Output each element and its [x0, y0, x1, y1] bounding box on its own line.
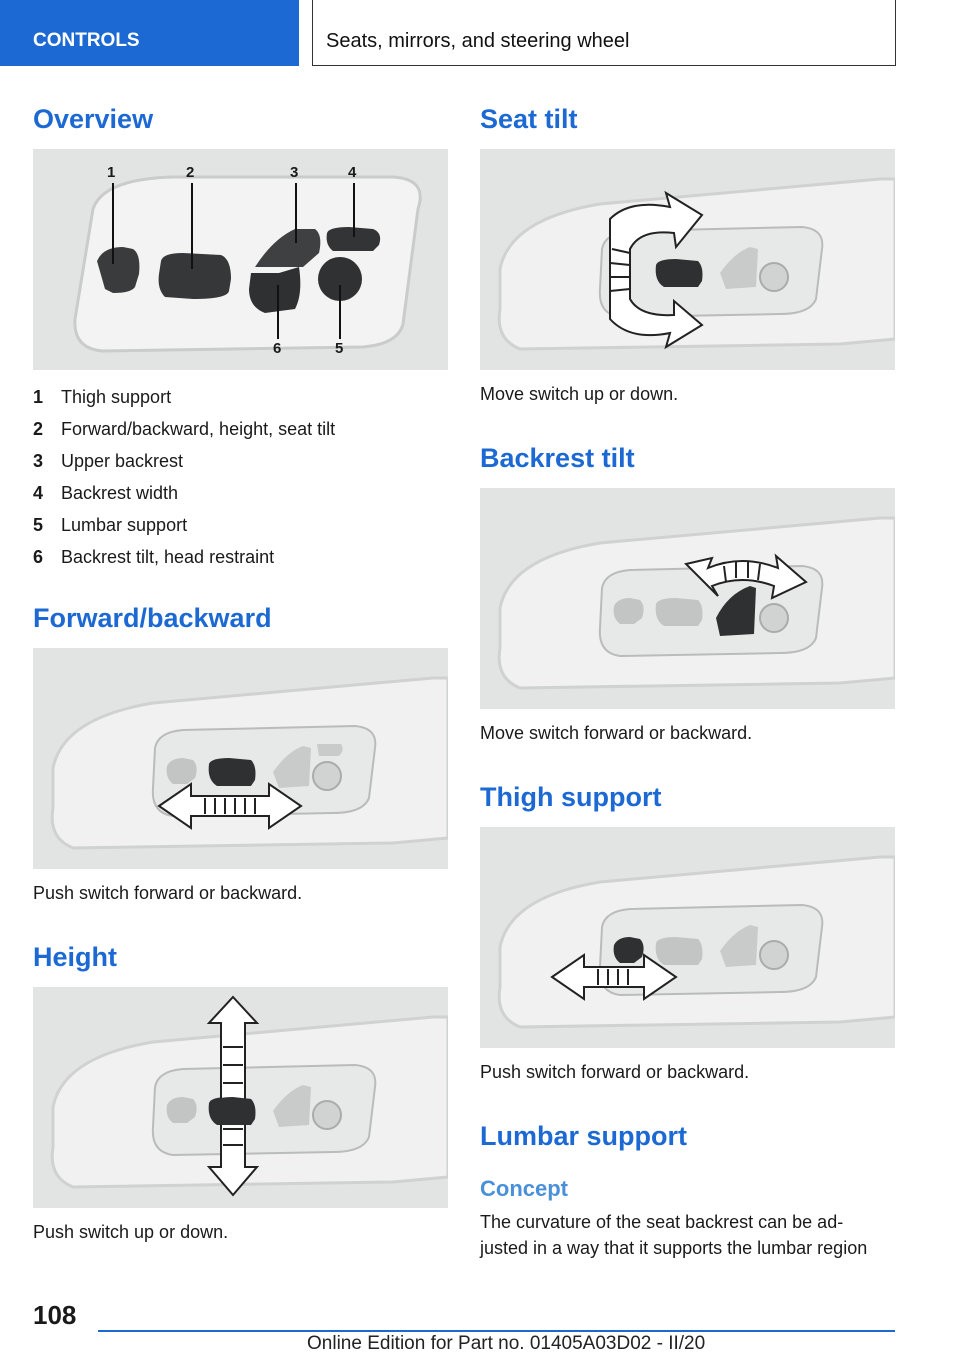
legend-number: 5 [33, 514, 44, 535]
legend-item: 4 Backrest width [33, 477, 448, 509]
thigh-support-text: Push switch forward or backward. [480, 1062, 750, 1082]
section-tab: CONTROLS [0, 0, 299, 66]
backrest-tilt-text: Move switch forward or backward. [480, 723, 753, 743]
seat-tilt-text: Move switch up or down. [480, 384, 679, 404]
legend-number: 1 [33, 386, 44, 407]
footer-rule [98, 1330, 895, 1332]
callout-2: 2 [186, 164, 195, 181]
legend-text: Thigh support [61, 386, 172, 407]
seat-tilt-illustration [480, 149, 895, 370]
page-header: CONTROLS Seats, mirrors, and steering wh… [0, 0, 960, 66]
legend-number: 3 [33, 450, 44, 471]
chapter-title: Seats, mirrors, and steering wheel [312, 0, 896, 66]
heading-thigh-support: Thigh support [480, 782, 662, 812]
callout-3: 3 [290, 164, 299, 181]
legend-number: 4 [33, 482, 44, 503]
overview-illustration: 1 2 3 4 6 5 [33, 149, 448, 370]
heading-forward-backward: Forward/backward [33, 603, 272, 633]
legend-number: 6 [33, 546, 44, 567]
backrest-tilt-illustration [480, 488, 895, 709]
heading-backrest-tilt: Backrest tilt [480, 443, 635, 473]
legend-item: 6 Backrest tilt, head restraint [33, 541, 448, 573]
overview-legend: 1 Thigh support 2 Forward/backward, heig… [33, 381, 448, 573]
page-number: 108 [33, 1300, 77, 1330]
legend-item: 3 Upper backrest [33, 445, 448, 477]
forward-backward-illustration [33, 648, 448, 869]
callout-5: 5 [335, 340, 344, 357]
legend-text: Upper backrest [61, 450, 184, 471]
lumbar-text-line-1: The curvature of the seat backrest can b… [480, 1212, 844, 1232]
callout-4: 4 [348, 164, 357, 181]
legend-item: 2 Forward/backward, height, seat tilt [33, 413, 448, 445]
height-illustration [33, 987, 448, 1208]
footer-edition: Online Edition for Part no. 01405A03D02 … [307, 1333, 706, 1354]
legend-text: Backrest width [61, 482, 179, 503]
subheading-concept: Concept [480, 1176, 568, 1201]
legend-item: 5 Lumbar support [33, 509, 448, 541]
legend-number: 2 [33, 418, 44, 439]
heading-height: Height [33, 942, 117, 972]
heading-overview: Overview [33, 104, 154, 134]
callout-1: 1 [107, 164, 116, 181]
thigh-support-illustration [480, 827, 895, 1048]
legend-text: Backrest tilt, head restraint [61, 546, 275, 567]
legend-text: Forward/backward, height, seat tilt [61, 418, 336, 439]
heading-seat-tilt: Seat tilt [480, 104, 578, 134]
heading-lumbar-support: Lumbar support [480, 1121, 687, 1151]
lumbar-text-line-2: justed in a way that it supports the lum… [480, 1238, 868, 1258]
forward-backward-text: Push switch forward or backward. [33, 883, 303, 903]
height-text: Push switch up or down. [33, 1222, 229, 1242]
legend-text: Lumbar support [61, 514, 188, 535]
legend-item: 1 Thigh support [33, 381, 448, 413]
callout-6: 6 [273, 340, 282, 357]
